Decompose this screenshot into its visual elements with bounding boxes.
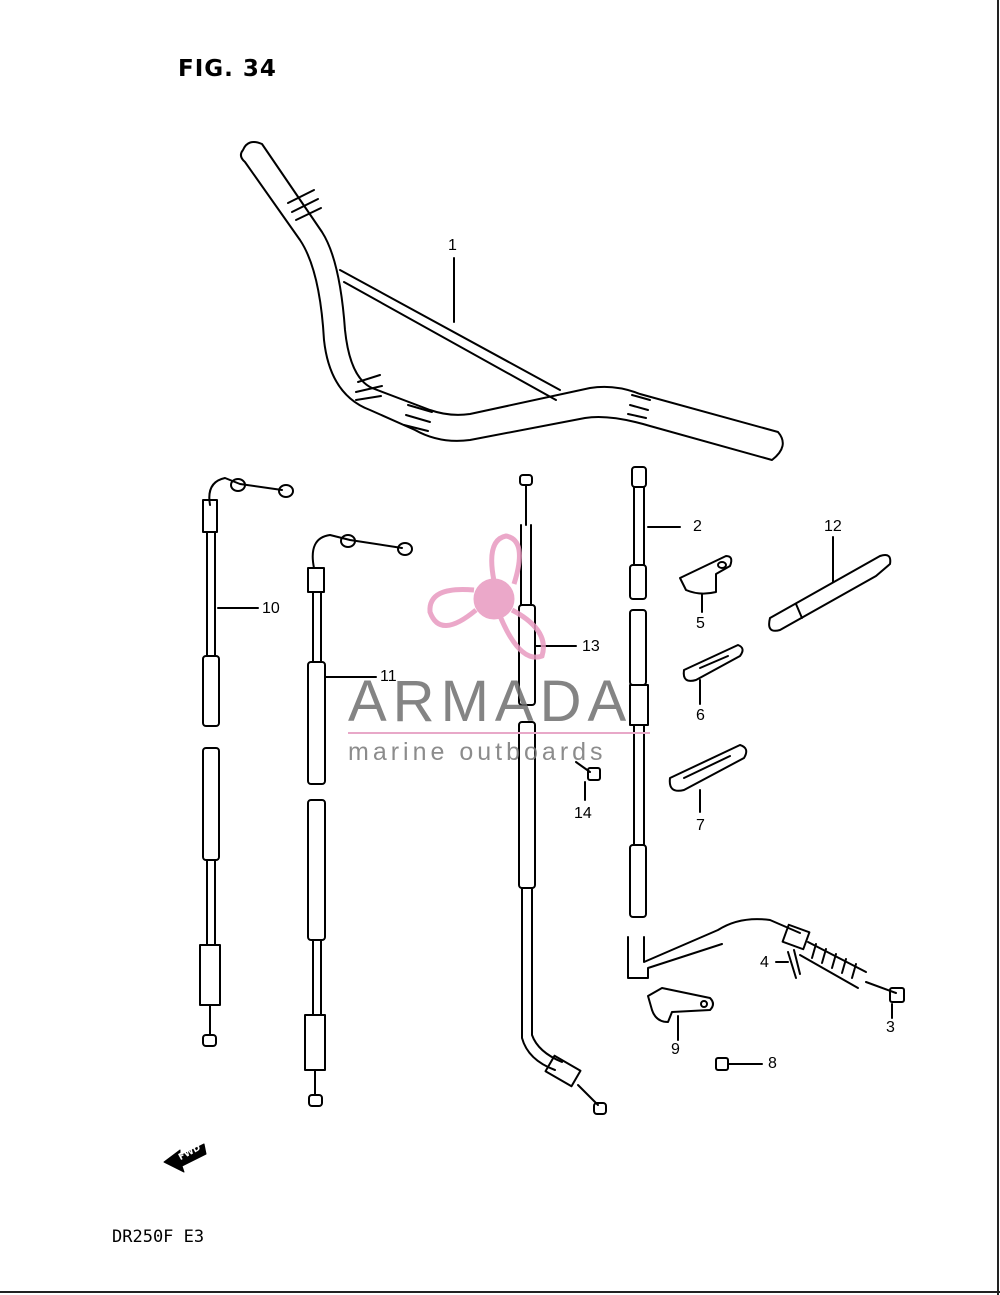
callout-13: 13 xyxy=(582,638,600,655)
callout-8: 8 xyxy=(768,1055,777,1072)
callout-5: 5 xyxy=(696,615,705,632)
callout-3: 3 xyxy=(886,1019,895,1036)
handlebar xyxy=(239,141,784,461)
pin-4 xyxy=(787,949,801,979)
cable-10 xyxy=(199,477,294,1047)
clamp-6 xyxy=(682,644,744,682)
cable-2 xyxy=(627,466,897,994)
figure-title: FIG. 34 xyxy=(178,56,277,82)
cable-11 xyxy=(304,534,413,1107)
callout-9: 9 xyxy=(671,1041,680,1058)
callout-14: 14 xyxy=(574,805,592,822)
nut-3 xyxy=(889,987,905,1003)
watermark-divider xyxy=(348,732,650,734)
callout-12: 12 xyxy=(824,518,842,535)
callout-4: 4 xyxy=(760,954,769,971)
model-code: DR250F E3 xyxy=(112,1227,205,1247)
clamp-7 xyxy=(668,744,748,792)
fwd-arrow-icon xyxy=(163,1143,207,1173)
callout-2: 2 xyxy=(693,518,702,535)
frame-edge-bottom xyxy=(0,1291,1000,1293)
callout-7: 7 xyxy=(696,817,705,834)
callout-10: 10 xyxy=(262,600,280,617)
cable-13 xyxy=(518,474,607,1115)
frame-edge-right xyxy=(997,0,999,1295)
callout-6: 6 xyxy=(696,707,705,724)
bolt-8 xyxy=(715,1057,749,1071)
watermark-name: ARMADA xyxy=(348,669,633,734)
propeller-logo-icon xyxy=(427,533,546,660)
bracket-9 xyxy=(647,987,714,1023)
callout-11: 11 xyxy=(380,668,397,685)
bolt-14 xyxy=(575,761,601,781)
callout-1: 1 xyxy=(448,237,457,254)
strap-12 xyxy=(768,554,892,632)
watermark-tagline: marine outboards xyxy=(348,738,607,766)
clamp-5 xyxy=(679,555,733,595)
